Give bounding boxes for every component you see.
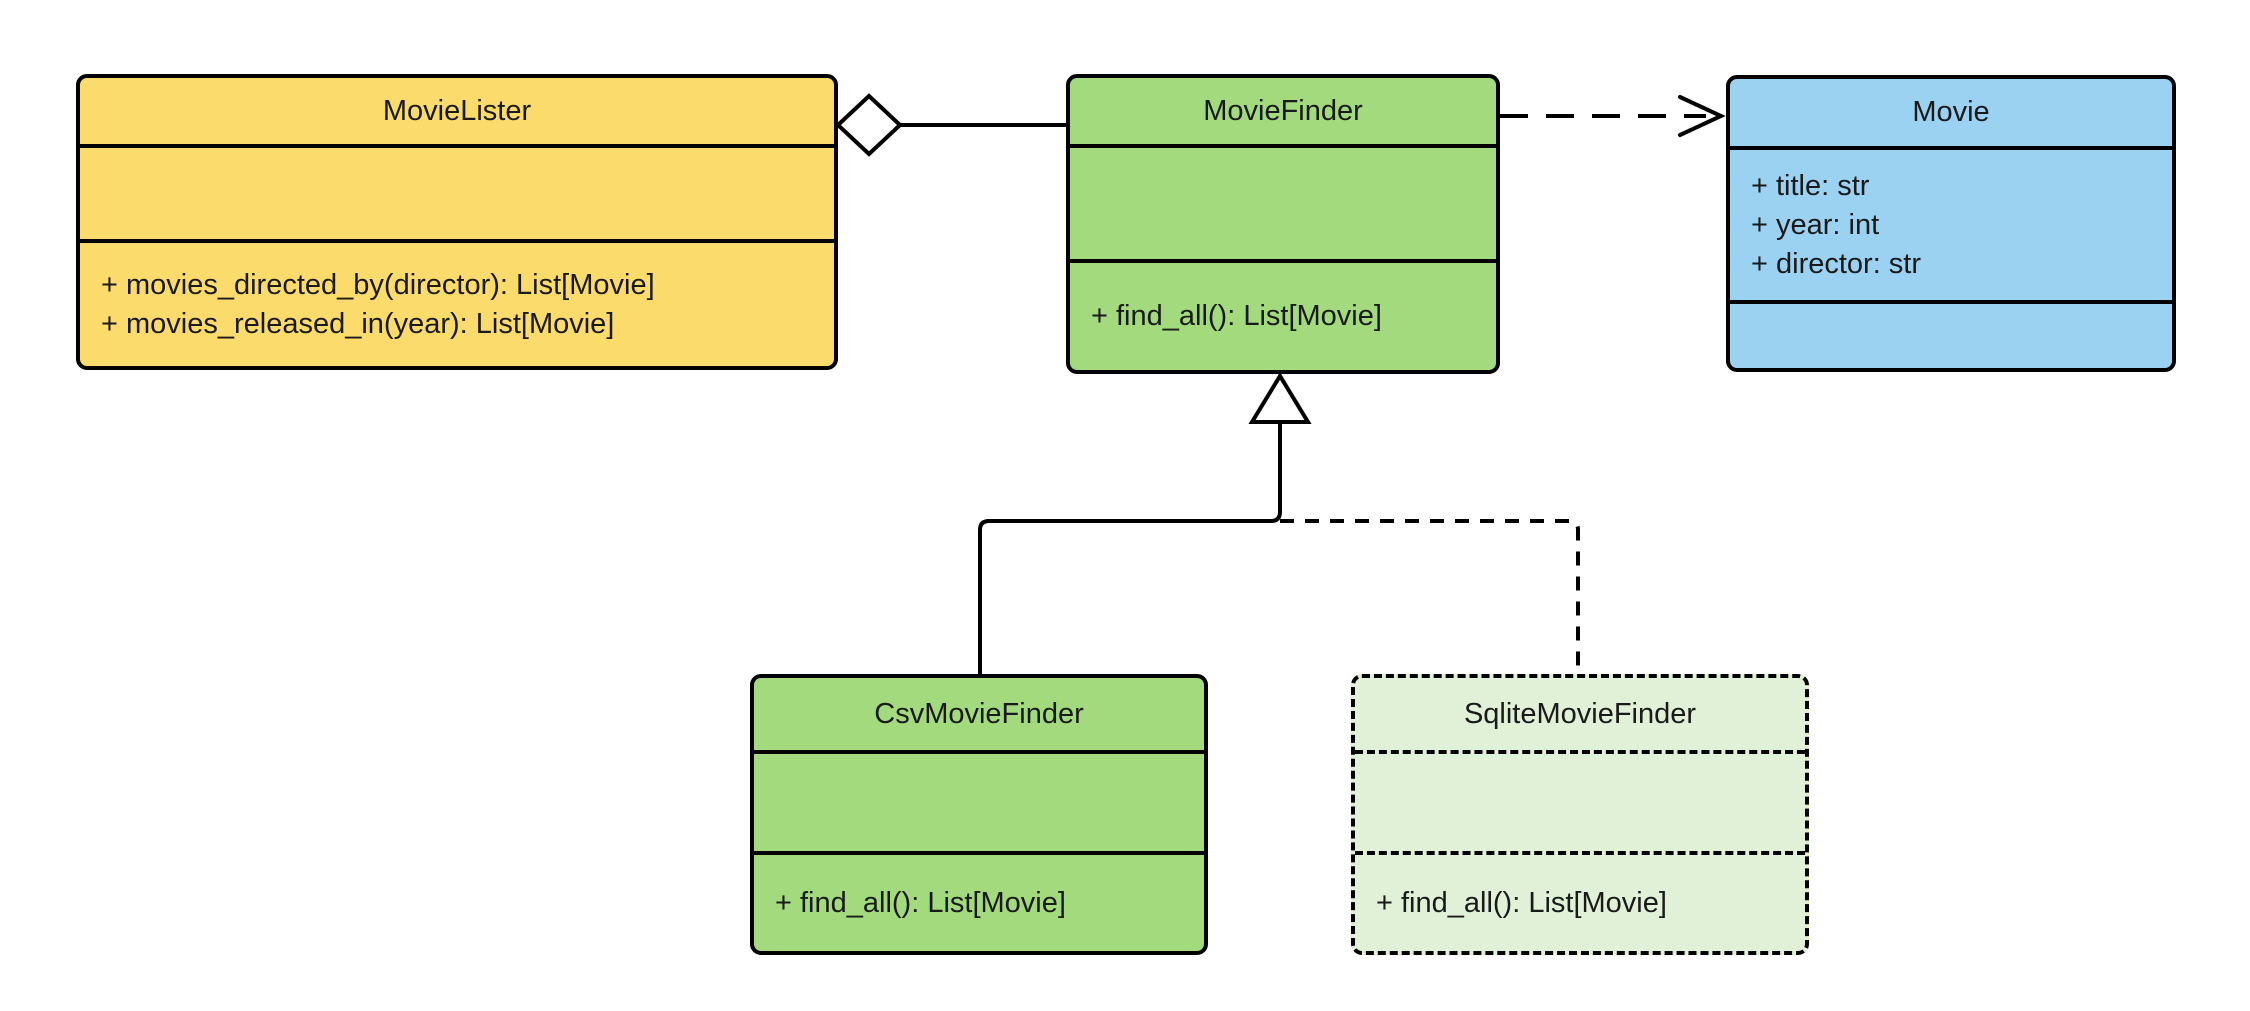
attributes-section <box>754 750 1204 851</box>
methods-section: + find_all(): List[Movie] <box>1070 259 1496 370</box>
attribute-row: + director: str <box>1751 247 1922 280</box>
methods-section: + movies_directed_by(director): List[Mov… <box>80 239 834 366</box>
method-row: + find_all(): List[Movie] <box>1091 300 1382 332</box>
attributes-section <box>80 144 834 239</box>
class-movielister[interactable]: MovieLister + movies_directed_by(directo… <box>76 74 838 370</box>
generalization-triangle[interactable] <box>1248 372 1312 424</box>
generalization-connector-dashed[interactable] <box>1280 519 1580 674</box>
aggregation-connector[interactable] <box>835 93 1066 157</box>
class-title: MovieFinder <box>1203 94 1363 127</box>
generalization-connector-solid[interactable] <box>978 422 1282 674</box>
method-row: + find_all(): List[Movie] <box>775 886 1066 919</box>
class-csvmoviefinder[interactable]: CsvMovieFinder + find_all(): List[Movie] <box>750 674 1208 955</box>
methods-section: + find_all(): List[Movie] <box>1355 851 1805 951</box>
attribute-row: + year: int <box>1751 208 1880 241</box>
attribute-row: + title: str <box>1751 169 1870 202</box>
class-title: MovieLister <box>382 94 532 127</box>
method-row: + find_all(): List[Movie] <box>1376 886 1667 919</box>
method-row: + movies_directed_by(director): List[Mov… <box>101 268 655 301</box>
attributes-section: + title: str + year: int + director: str <box>1730 146 2172 300</box>
class-movie[interactable]: Movie + title: str + year: int + directo… <box>1726 75 2176 372</box>
method-row: + movies_released_in(year): List[Movie] <box>101 307 615 340</box>
dependency-open-arrowhead <box>1678 95 1726 137</box>
class-title: SqliteMovieFinder <box>1463 697 1697 730</box>
class-moviefinder[interactable]: MovieFinder + find_all(): List[Movie] <box>1066 74 1500 374</box>
attributes-section <box>1355 750 1805 851</box>
class-title: Movie <box>1912 96 1990 128</box>
methods-section: + find_all(): List[Movie] <box>754 851 1204 951</box>
class-title: CsvMovieFinder <box>874 697 1084 730</box>
class-sqlitemoviefinder[interactable]: SqliteMovieFinder + find_all(): List[Mov… <box>1351 674 1809 955</box>
methods-section <box>1730 300 2172 368</box>
attributes-section <box>1070 144 1496 259</box>
aggregation-diamond <box>835 93 903 157</box>
dependency-connector[interactable] <box>1500 95 1726 137</box>
